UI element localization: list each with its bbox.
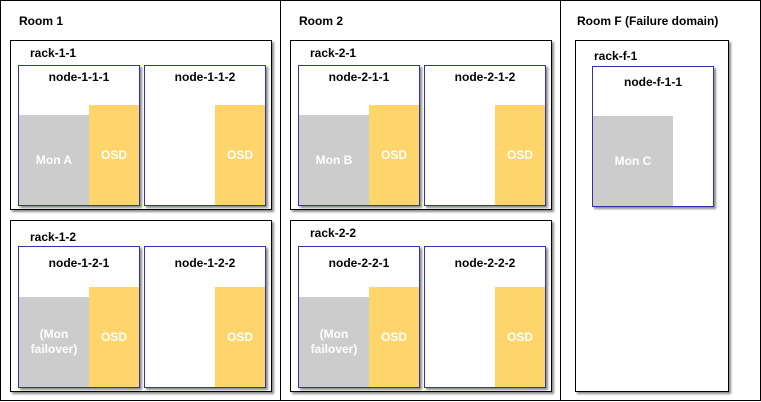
rack-1-2: rack-1-2 node-1-2-1 (Mon failover) OSD n… bbox=[10, 220, 272, 392]
rack-1-1: rack-1-1 node-1-1-1 Mon A OSD node-1-1-2… bbox=[10, 40, 272, 210]
rack-label: rack-2-2 bbox=[310, 226, 357, 240]
node-label: node-2-2-2 bbox=[454, 256, 516, 270]
node-label: node-2-2-1 bbox=[328, 256, 390, 270]
osd-block: OSD bbox=[495, 105, 545, 205]
mon-block: (Mon failover) bbox=[299, 297, 369, 387]
rack-2-1: rack-2-1 node-2-1-1 Mon B OSD node-2-1-2… bbox=[290, 40, 552, 210]
osd-block: OSD bbox=[369, 287, 419, 387]
room-2: Room 2 rack-2-1 node-2-1-1 Mon B OSD nod… bbox=[280, 0, 561, 401]
mon-block: Mon B bbox=[299, 115, 369, 205]
room-f: Room F (Failure domain) rack-f-1 node-f-… bbox=[560, 0, 761, 401]
osd-block: OSD bbox=[495, 287, 545, 387]
node-label: node-2-1-2 bbox=[454, 70, 516, 84]
room-label: Room F (Failure domain) bbox=[577, 14, 719, 28]
node-1-2-2: node-1-2-2 OSD bbox=[144, 246, 266, 388]
node-1-2-1: node-1-2-1 (Mon failover) OSD bbox=[18, 246, 140, 388]
room-label: Room 2 bbox=[299, 14, 344, 28]
node-1-1-2: node-1-1-2 OSD bbox=[144, 65, 266, 206]
node-2-1-1: node-2-1-1 Mon B OSD bbox=[298, 65, 420, 206]
mon-block: Mon C bbox=[593, 116, 673, 206]
node-label: node-1-2-1 bbox=[48, 256, 110, 270]
node-label: node-1-1-2 bbox=[174, 70, 236, 84]
node-1-1-1: node-1-1-1 Mon A OSD bbox=[18, 65, 140, 206]
osd-block: OSD bbox=[215, 287, 265, 387]
room-label: Room 1 bbox=[19, 14, 64, 28]
rack-label: rack-1-2 bbox=[30, 230, 77, 244]
mon-block: (Mon failover) bbox=[19, 297, 89, 387]
node-f-1-1: node-f-1-1 Mon C bbox=[592, 66, 714, 207]
osd-block: OSD bbox=[369, 105, 419, 205]
node-2-2-2: node-2-2-2 OSD bbox=[424, 246, 546, 388]
mon-block: Mon A bbox=[19, 115, 89, 205]
rack-label: rack-f-1 bbox=[594, 49, 638, 63]
node-2-1-2: node-2-1-2 OSD bbox=[424, 65, 546, 206]
rack-2-2: rack-2-2 node-2-2-1 (Mon failover) OSD n… bbox=[290, 220, 552, 392]
node-label: node-f-1-1 bbox=[624, 75, 682, 89]
room-1: Room 1 rack-1-1 node-1-1-1 Mon A OSD nod… bbox=[0, 0, 281, 401]
osd-block: OSD bbox=[89, 287, 139, 387]
node-label: node-2-1-1 bbox=[328, 70, 390, 84]
node-label: node-1-2-2 bbox=[174, 256, 236, 270]
rack-label: rack-1-1 bbox=[30, 46, 77, 60]
rack-f-1: rack-f-1 node-f-1-1 Mon C bbox=[575, 40, 729, 392]
node-label: node-1-1-1 bbox=[48, 70, 110, 84]
osd-block: OSD bbox=[89, 105, 139, 205]
node-2-2-1: node-2-2-1 (Mon failover) OSD bbox=[298, 246, 420, 388]
rack-label: rack-2-1 bbox=[310, 46, 357, 60]
osd-block: OSD bbox=[215, 105, 265, 205]
